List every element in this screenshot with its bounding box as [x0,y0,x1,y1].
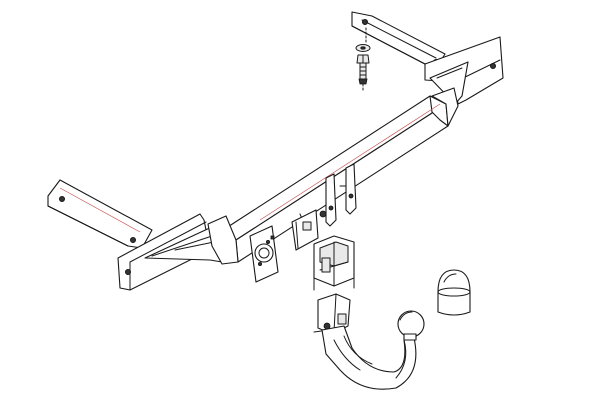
center-hitch-bracket [291,163,357,251]
socket-plate [249,225,279,283]
ball-cap-icon [437,269,471,316]
left-mounting-bracket [47,179,239,291]
coupling-housing [313,235,355,291]
tow-ball-neck [313,293,425,390]
bolt-set [355,27,371,93]
right-mounting-bracket [351,11,504,105]
